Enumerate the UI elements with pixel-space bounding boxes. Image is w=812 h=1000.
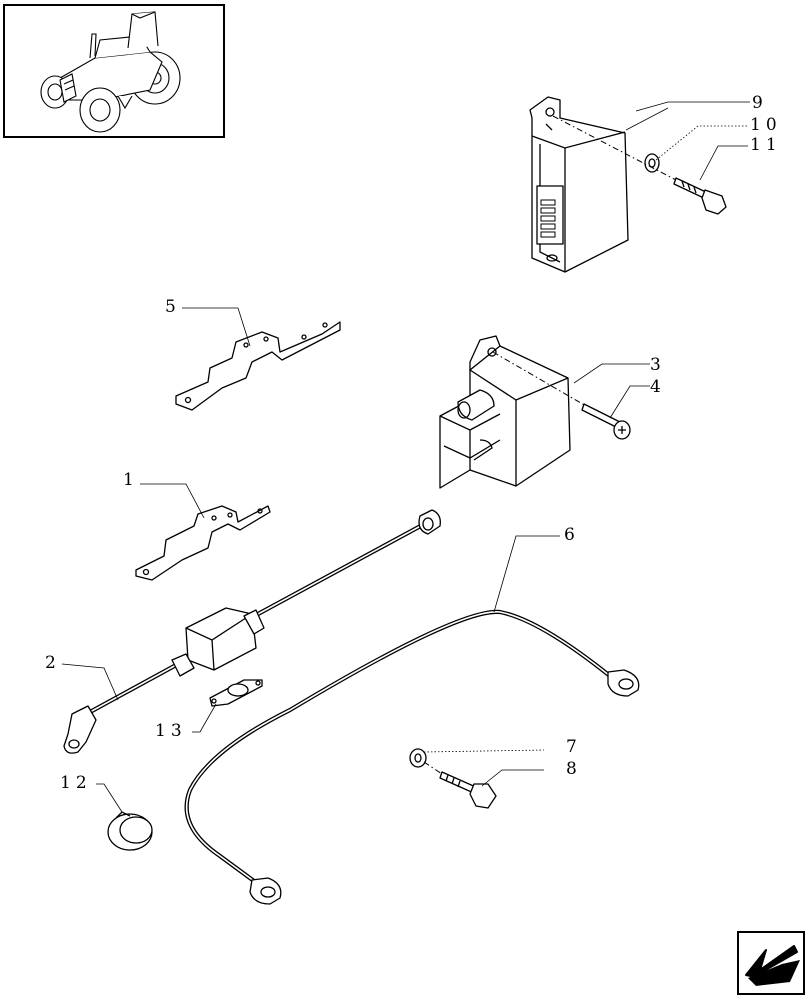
callout-9: 9: [752, 93, 768, 113]
washer-part-7: [409, 748, 427, 768]
fuse-part-13: [209, 679, 263, 707]
previous-page-arrow-icon[interactable]: [737, 931, 805, 995]
leader-lines: [61, 101, 750, 813]
callout-4: 4: [650, 377, 666, 397]
callout-11: 11: [750, 135, 782, 155]
bracket-part-5: [175, 321, 341, 411]
bolt-part-8: [439, 771, 497, 809]
screw-part-4: [581, 403, 631, 440]
control-unit-part-9: [529, 96, 629, 273]
washer-part-10: [644, 153, 660, 173]
callout-7: 7: [566, 737, 582, 757]
tractor-thumbnail: [3, 4, 225, 138]
callout-10: 10: [750, 115, 782, 135]
fuse-harness-part-2: [63, 509, 441, 754]
callout-12: 12: [60, 773, 92, 793]
bracket-part-1: [135, 505, 271, 581]
callout-1: 1: [123, 470, 139, 490]
callout-3: 3: [650, 355, 666, 375]
callout-13: 13: [155, 721, 187, 741]
callout-labels: 9 10 11 3 4 5 1 6 2 13 12 7 8: [45, 93, 782, 793]
callout-5: 5: [165, 297, 181, 317]
callout-2: 2: [45, 653, 61, 673]
relay-part-3: [439, 335, 571, 489]
ground-cable-part-6: [184, 609, 640, 905]
callout-6: 6: [564, 525, 580, 545]
bolt-part-11: [673, 177, 727, 215]
callout-8: 8: [566, 759, 582, 779]
clamp-part-12: [107, 811, 153, 851]
